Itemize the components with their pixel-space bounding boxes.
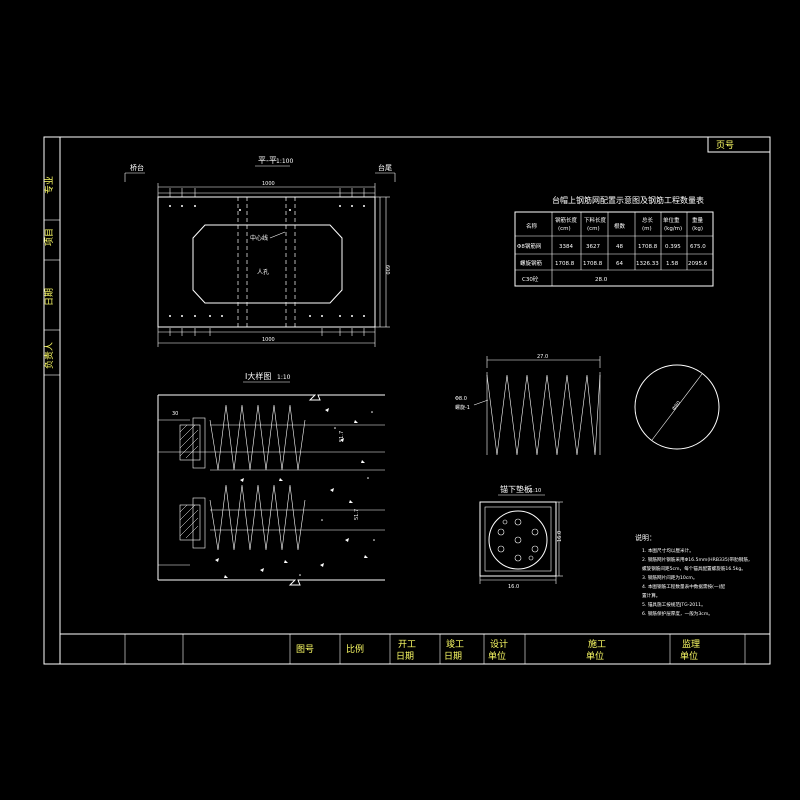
svg-text:1.58: 1.58 [666,261,679,267]
note-2: 2. 钢筋网片钢筋采用Φ16.5mm(HRB335)带肋钢筋， [642,556,753,563]
section-scale: 1:10 [277,374,291,381]
plan-view: 平-平 1:100 桥台 台尾 1000 中心线 人孔 [124,156,396,347]
anchor-right-dim: 16.0 [557,531,563,542]
svg-text:根数: 根数 [614,222,626,230]
anchor-plate-detail: 锚下垫板 1:10 16.0 16.0 [479,484,563,590]
page-number-box [707,136,771,153]
note-7: 5. 锚具施工按规范JTG-2011。 [642,601,706,608]
cell-build-unit: 施工单位 [586,638,606,662]
strip-label-owner: 负责人 [43,342,55,369]
spiral-detail: 27.0 Φ8.0 螺旋-1 [455,354,601,456]
plan-manhole [192,224,343,304]
title-row-dividers [124,634,746,664]
svg-text:(m): (m) [642,226,652,232]
notes: 说明： 1. 本图尺寸均以厘米计。 2. 钢筋网片钢筋采用Φ16.5mm(HRB… [635,533,753,617]
section-detail: I大样图 1:10 30 51.7 51.7 [157,371,385,586]
plan-outline [157,196,376,328]
plan-top-dim: 1000 [262,181,275,187]
svg-text:675.0: 675.0 [690,244,706,250]
svg-text:2095.6: 2095.6 [688,261,708,267]
anchor-bottom-dim: 16.0 [508,584,519,590]
note-4: 3. 钢筋网片间距为10cm。 [642,574,697,581]
note-1: 1. 本图尺寸均以厘米计。 [642,547,694,554]
svg-text:30: 30 [172,411,178,417]
svg-text:螺旋钢筋: 螺旋钢筋 [520,259,543,267]
svg-text:(kg/m): (kg/m) [664,226,682,232]
svg-text:1326.33: 1326.33 [636,261,659,267]
svg-text:1708.8: 1708.8 [555,261,575,267]
cell-supervisor-unit: 监理单位 [680,638,700,662]
svg-text:(cm): (cm) [587,226,600,232]
svg-text:C30砼: C30砼 [522,275,539,283]
svg-text:0.395: 0.395 [665,244,681,250]
sheet-frame [43,136,771,665]
section-title: I大样图 [245,371,271,381]
cell-start-date: 开工日期 [396,639,416,662]
plan-title: 平-平 [258,156,277,165]
note-3: 螺旋钢筋间距5cm，每个锚具配置螺旋筋16.5kg。 [642,565,746,572]
plan-scale: 1:100 [276,158,293,165]
svg-text:名称: 名称 [526,222,538,230]
svg-text:28.0: 28.0 [595,277,608,283]
plan-bottom-dim: 1000 [262,337,275,343]
strip-label-date: 日期 [44,288,55,306]
spiral-left-label2: 螺旋-1 [455,404,470,411]
svg-text:64: 64 [616,261,623,267]
cell-design-unit: 设计单位 [488,638,508,662]
page-number-label: 页号 [716,140,734,151]
svg-text:1708.8: 1708.8 [638,244,658,250]
spiral-top-dim: 27.0 [537,354,548,360]
svg-text:钢筋长度: 钢筋长度 [555,216,578,224]
notes-heading: 说明： [635,533,656,542]
circle-detail: Φ80 [634,364,720,450]
svg-text:(kg): (kg) [692,226,703,232]
plan-left-tag: 桥台 [130,163,144,172]
plan-right-tag: 台尾 [378,163,392,172]
svg-text:3627: 3627 [586,244,600,250]
table-title: 台帽上钢筋网配置示意图及钢筋工程数量表 [552,195,704,205]
note-5: 4. 本图钢筋工程数量表中数据需按(一)配 [642,583,725,590]
svg-text:51.7: 51.7 [339,431,345,442]
svg-text:48: 48 [616,244,623,250]
anchor-title: 锚下垫板 [500,484,532,494]
svg-text:总长: 总长 [642,216,654,224]
svg-text:(cm): (cm) [558,226,571,232]
svg-text:Φ8钢筋网: Φ8钢筋网 [517,242,542,250]
svg-text:单位重: 单位重 [663,216,680,224]
svg-text:1708.8: 1708.8 [583,261,603,267]
cell-drawing-no: 图号 [296,644,314,655]
strip-label-project: 项目 [44,228,55,246]
anchor-scale: 1:10 [530,488,541,494]
plan-center-label: 中心线 [250,234,268,242]
strip-label-discipline: 专业 [43,176,55,194]
circle-label: Φ80 [671,400,682,412]
svg-text:3384: 3384 [559,244,573,250]
svg-text:重量: 重量 [692,216,704,224]
spiral-left-label: Φ8.0 [455,396,467,402]
plan-inner-label: 人孔 [257,268,269,276]
cell-finish-date: 竣工日期 [444,638,464,662]
cell-scale: 比例 [346,643,364,655]
note-6: 置计算。 [642,592,660,599]
quantity-table: 台帽上钢筋网配置示意图及钢筋工程数量表 名称 钢筋长度 (cm) 下料长度 (cm)… [514,195,714,287]
svg-text:下料长度: 下料长度 [584,216,607,224]
svg-text:51.7: 51.7 [354,509,360,520]
note-8: 6. 钢筋保护层厚度，一般为3cm。 [642,610,713,617]
plan-right-dim: 600 [384,265,390,275]
